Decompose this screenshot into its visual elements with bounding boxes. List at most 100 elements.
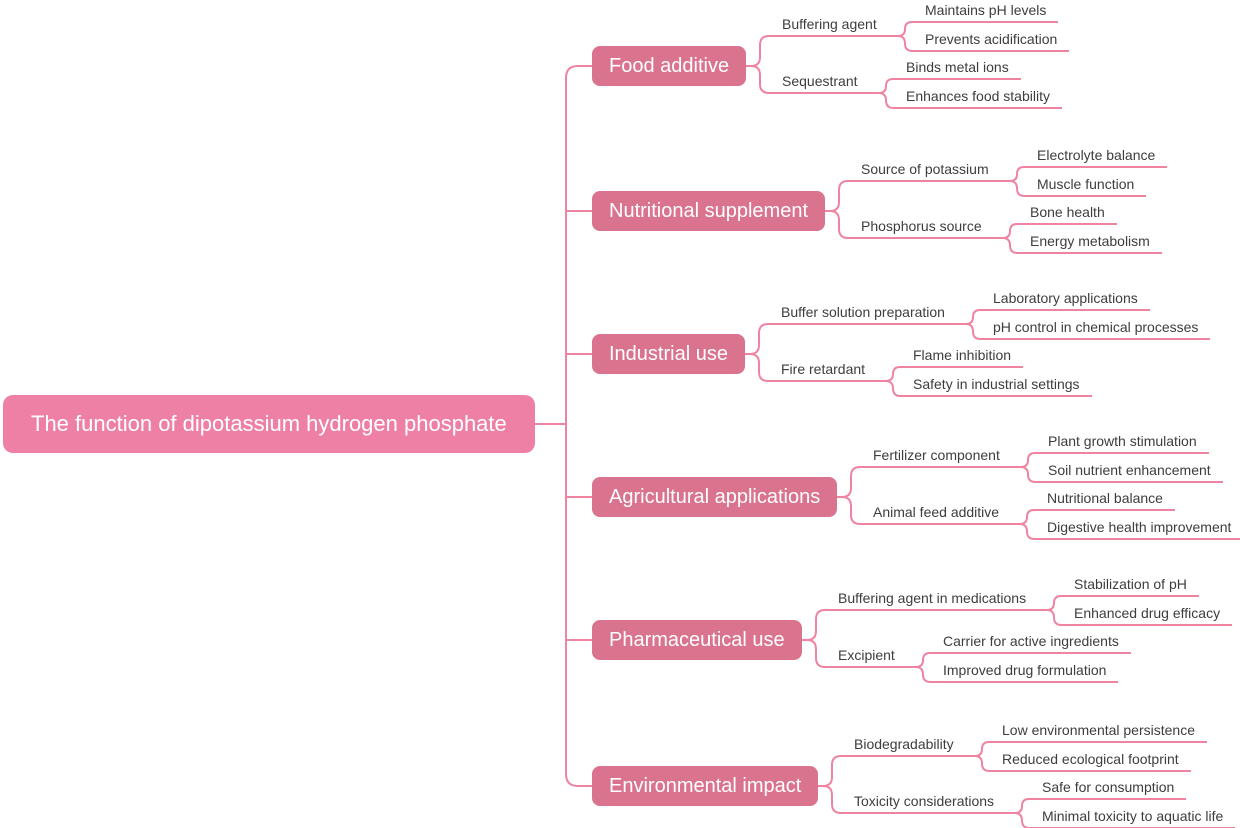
leaf-node[interactable]: Maintains pH levels (913, 1, 1059, 23)
subtopic-node[interactable]: Fertilizer component (861, 446, 1012, 468)
subtopic-node[interactable]: Biodegradability (842, 735, 966, 757)
leaf-node-label: Laboratory applications (993, 290, 1138, 306)
subtopic-connector (824, 210, 852, 239)
subtopic-connector (817, 785, 845, 814)
leaf-node-label: Safety in industrial settings (913, 376, 1080, 392)
subtopic-node[interactable]: Sequestrant (770, 72, 870, 94)
leaf-node-label: Enhances food stability (906, 88, 1050, 104)
leaf-node[interactable]: Binds metal ions (894, 58, 1021, 80)
root-node-label: The function of dipotassium hydrogen pho… (31, 411, 507, 436)
leaf-node[interactable]: Safe for consumption (1030, 778, 1187, 800)
leaf-node[interactable]: Improved drug formulation (931, 661, 1119, 683)
branch-node-label: Environmental impact (609, 775, 802, 797)
branch-node[interactable]: Food additive (592, 46, 747, 86)
leaf-node-label: Nutritional balance (1047, 490, 1163, 506)
leaf-node[interactable]: Enhances food stability (894, 87, 1062, 109)
subtopic-connector (801, 609, 829, 641)
leaf-node[interactable]: Bone health (1018, 203, 1117, 225)
leaf-node[interactable]: Energy metabolism (1018, 232, 1162, 254)
subtopic-connector (744, 353, 772, 382)
subtopic-node-label: Sequestrant (782, 73, 858, 89)
leaf-node-label: Stabilization of pH (1074, 576, 1187, 592)
branch-node[interactable]: Industrial use (592, 334, 745, 374)
leaf-connector (906, 666, 934, 683)
leaf-connector (1011, 452, 1039, 468)
branch-node-label: Agricultural applications (609, 486, 821, 508)
leaf-connector (1010, 523, 1038, 540)
leaf-connector (1000, 180, 1028, 197)
subtopic-node[interactable]: Source of potassium (849, 160, 1001, 182)
leaf-node-label: Enhanced drug efficacy (1074, 605, 1221, 621)
leaf-connector (906, 652, 934, 668)
leaf-node-label: Carrier for active ingredients (943, 633, 1119, 649)
leaf-node-label: Improved drug formulation (943, 662, 1107, 678)
subtopic-node[interactable]: Phosphorus source (849, 217, 994, 239)
subtopic-node[interactable]: Toxicity considerations (842, 792, 1007, 814)
leaf-connector (1010, 509, 1038, 525)
leaf-connector (1000, 166, 1028, 182)
leaf-node-label: Soil nutrient enhancement (1048, 462, 1211, 478)
leaf-connector (1011, 466, 1039, 483)
leaf-node-label: Electrolyte balance (1037, 147, 1156, 163)
leaf-node-label: Reduced ecological footprint (1002, 751, 1179, 767)
leaf-node[interactable]: Muscle function (1025, 175, 1147, 197)
root-node[interactable]: The function of dipotassium hydrogen pho… (3, 395, 535, 453)
subtopic-node-label: Fire retardant (781, 361, 866, 377)
branch-node-label: Nutritional supplement (609, 200, 808, 222)
branch-node-label: Industrial use (609, 343, 728, 365)
branch-node[interactable]: Nutritional supplement (592, 191, 825, 231)
subtopic-node-label: Biodegradability (854, 736, 954, 752)
subtopic-node[interactable]: Fire retardant (769, 360, 878, 382)
leaf-connector (888, 35, 916, 52)
leaf-node-label: Maintains pH levels (925, 2, 1047, 18)
subtopic-node[interactable]: Animal feed additive (861, 503, 1012, 525)
leaf-node[interactable]: Digestive health improvement (1035, 518, 1240, 540)
leaf-connector (965, 755, 993, 772)
subtopic-node[interactable]: Buffering agent (770, 15, 889, 37)
leaf-connector (993, 237, 1021, 254)
leaf-node-label: Minimal toxicity to aquatic life (1042, 808, 1224, 824)
leaf-node[interactable]: Flame inhibition (901, 346, 1024, 368)
branch-node-label: Food additive (609, 55, 730, 77)
subtopic-node-label: Buffer solution preparation (781, 304, 945, 320)
leaf-connector (993, 223, 1021, 239)
branch-node-label: Pharmaceutical use (609, 629, 785, 651)
leaf-node[interactable]: Reduced ecological footprint (990, 750, 1191, 772)
branch-node[interactable]: Agricultural applications (592, 477, 838, 517)
subtopic-node[interactable]: Excipient (826, 646, 907, 668)
subtopic-node[interactable]: Buffer solution preparation (769, 303, 957, 325)
leaf-node[interactable]: Stabilization of pH (1062, 575, 1199, 597)
subtopic-node[interactable]: Buffering agent in medications (826, 589, 1039, 611)
leaf-node-label: Flame inhibition (913, 347, 1012, 363)
leaf-node-label: Muscle function (1037, 176, 1135, 192)
leaf-node[interactable]: Plant growth stimulation (1036, 432, 1209, 454)
trunk-connector (565, 65, 593, 787)
leaf-connector (869, 78, 897, 94)
leaf-node[interactable]: Enhanced drug efficacy (1062, 604, 1233, 626)
subtopic-connector (836, 496, 864, 525)
leaf-node-label: Binds metal ions (906, 59, 1009, 75)
leaf-node[interactable]: Nutritional balance (1035, 489, 1175, 511)
leaf-node-label: Prevents acidification (925, 31, 1058, 47)
leaf-node[interactable]: pH control in chemical processes (981, 318, 1211, 340)
leaf-node[interactable]: Carrier for active ingredients (931, 632, 1131, 654)
leaf-node[interactable]: Soil nutrient enhancement (1036, 461, 1223, 483)
leaf-node[interactable]: Laboratory applications (981, 289, 1150, 311)
leaf-connector (888, 21, 916, 37)
subtopic-node-label: Source of potassium (861, 161, 989, 177)
leaf-node[interactable]: Electrolyte balance (1025, 146, 1168, 168)
branch-node[interactable]: Pharmaceutical use (592, 620, 802, 660)
leaf-connector (1037, 609, 1065, 626)
subtopic-connector (745, 65, 773, 94)
leaf-connector (1005, 798, 1033, 814)
leaf-node[interactable]: Prevents acidification (913, 30, 1070, 52)
leaf-node[interactable]: Low environmental persistence (990, 721, 1207, 743)
leaf-node[interactable]: Safety in industrial settings (901, 375, 1092, 397)
leaf-connector (965, 741, 993, 757)
branch-node[interactable]: Environmental impact (592, 766, 819, 806)
leaf-node[interactable]: Minimal toxicity to aquatic life (1030, 807, 1236, 828)
leaf-node-label: pH control in chemical processes (993, 319, 1199, 335)
subtopic-node-label: Excipient (838, 647, 895, 663)
leaf-node-label: Digestive health improvement (1047, 519, 1232, 535)
subtopic-node-label: Buffering agent in medications (838, 590, 1027, 606)
